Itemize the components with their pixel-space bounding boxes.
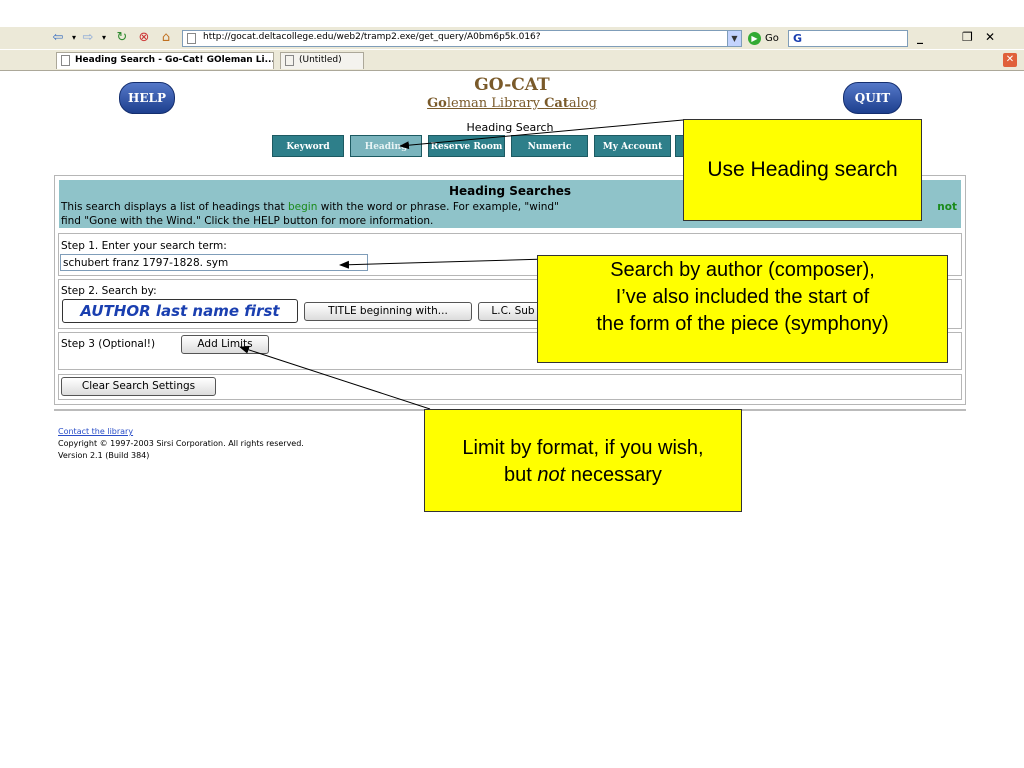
- callout2-line2: I’ve also included the start of: [615, 286, 870, 308]
- contact-library-link[interactable]: Contact the library: [58, 427, 134, 436]
- quit-button[interactable]: QUIT: [843, 82, 902, 114]
- nav-reserve-room[interactable]: Reserve Room: [428, 135, 505, 157]
- maximize-icon[interactable]: ❐: [962, 30, 973, 44]
- callout-search-by-author: Search by author (composer), I’ve also i…: [537, 255, 948, 363]
- info-line1-not: not: [937, 201, 957, 213]
- google-search-box[interactable]: G: [788, 30, 908, 47]
- site-subtitle-link[interactable]: Goleman Library Catalog: [0, 96, 1024, 111]
- nav-my-account[interactable]: My Account: [594, 135, 671, 157]
- clear-box: [58, 374, 962, 400]
- minimize-icon[interactable]: _: [917, 30, 923, 44]
- tab-label: Heading Search - Go-Cat! GOleman Li...: [75, 55, 274, 65]
- forward-icon[interactable]: ⇨: [82, 30, 94, 45]
- search-term-input[interactable]: [60, 254, 368, 271]
- subtitle-leman: leman Library: [446, 96, 545, 111]
- callout2-line1: Search by author (composer),: [610, 259, 875, 281]
- forward-dropdown-icon[interactable]: ▾: [101, 33, 106, 42]
- title-search-button[interactable]: TITLE beginning with...: [304, 302, 472, 321]
- page-icon: [61, 55, 70, 66]
- callout3-not: not: [537, 464, 566, 486]
- back-icon[interactable]: ⇦: [52, 30, 64, 45]
- add-limits-button[interactable]: Add Limits: [181, 335, 269, 354]
- subtitle-alog: alog: [568, 96, 597, 111]
- address-bar[interactable]: http://gocat.deltacollege.edu/web2/tramp…: [182, 30, 742, 47]
- address-dropdown-icon[interactable]: ▼: [727, 30, 742, 47]
- go-label: Go: [765, 33, 779, 44]
- go-arrow-icon: ▶: [748, 31, 761, 45]
- callout3-line1: Limit by format, if you wish,: [462, 437, 704, 459]
- home-icon[interactable]: ⌂: [161, 30, 171, 45]
- info-line1-pre: This search displays a list of headings …: [61, 201, 289, 213]
- clear-search-settings-button[interactable]: Clear Search Settings: [61, 377, 216, 396]
- callout3-line2: but not necessary: [425, 462, 741, 489]
- author-search-button[interactable]: AUTHOR last name first: [62, 299, 298, 323]
- callout-heading-search: Use Heading search: [683, 119, 922, 221]
- address-url: http://gocat.deltacollege.edu/web2/tramp…: [203, 32, 541, 42]
- callout1-text: Use Heading search: [707, 158, 898, 181]
- page-icon: [187, 33, 196, 44]
- subtitle-go: Go: [427, 96, 447, 111]
- tab-label: (Untitled): [299, 55, 342, 65]
- callout2-line3: the form of the piece (symphony): [596, 313, 889, 335]
- info-line1-post: with the word or phrase. For example, "w…: [317, 201, 559, 213]
- nav-numeric[interactable]: Numeric: [511, 135, 588, 157]
- step2-box: [58, 279, 962, 329]
- refresh-icon[interactable]: ↻: [116, 30, 128, 45]
- google-logo: G: [793, 32, 803, 45]
- callout3-post: necessary: [565, 464, 662, 486]
- tab-heading-search[interactable]: Heading Search - Go-Cat! GOleman Li...: [56, 52, 274, 69]
- nav-heading[interactable]: Heading: [350, 135, 422, 157]
- back-dropdown-icon[interactable]: ▾: [71, 33, 76, 42]
- close-tab-icon[interactable]: ✕: [1003, 53, 1017, 67]
- callout3-pre: but: [504, 464, 538, 486]
- search-form-panel: [54, 175, 966, 405]
- step2-label: Step 2. Search by:: [61, 285, 157, 297]
- tab-untitled[interactable]: (Untitled): [280, 52, 364, 69]
- go-button[interactable]: ▶ Go: [748, 30, 779, 47]
- close-window-icon[interactable]: ✕: [985, 30, 996, 44]
- version-text: Version 2.1 (Build 384): [58, 451, 150, 460]
- lc-subject-button[interactable]: L.C. Sub: [478, 302, 548, 321]
- info-text: This search displays a list of headings …: [61, 200, 957, 228]
- copyright-text: Copyright © 1997-2003 Sirsi Corporation.…: [58, 439, 304, 448]
- page-icon: [285, 55, 294, 66]
- help-button[interactable]: HELP: [119, 82, 175, 114]
- step3-box: [58, 332, 962, 370]
- info-title: Heading Searches: [448, 184, 572, 198]
- subtitle-cat: Cat: [544, 96, 569, 111]
- step1-box: [58, 233, 962, 276]
- callout-limit-by-format: Limit by format, if you wish, but not ne…: [424, 409, 742, 512]
- info-line1-begin: begin: [288, 201, 318, 213]
- step3-label: Step 3 (Optional!): [61, 338, 156, 350]
- step1-label: Step 1. Enter your search term:: [61, 240, 227, 252]
- stop-icon[interactable]: ⊗: [138, 30, 150, 45]
- site-title: GO-CAT: [474, 75, 550, 95]
- info-line2: find "Gone with the Wind." Click the HEL…: [61, 215, 434, 227]
- nav-keyword[interactable]: Keyword: [272, 135, 344, 157]
